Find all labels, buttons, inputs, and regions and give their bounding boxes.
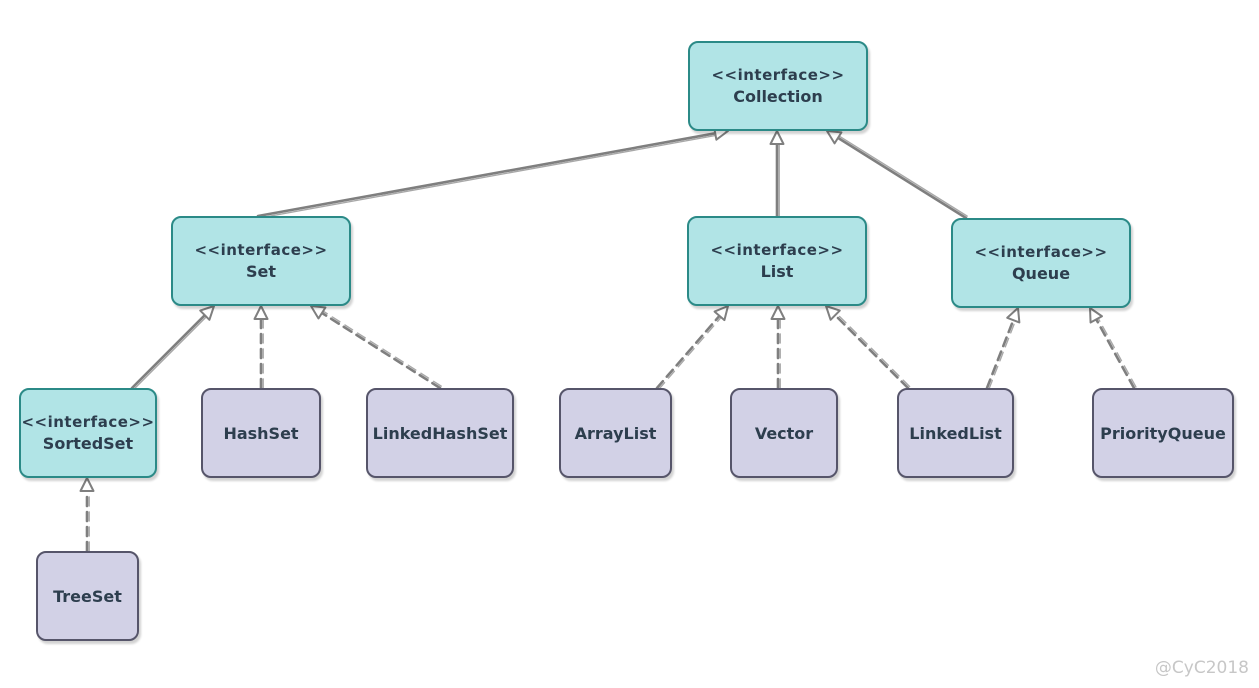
edge-treeset-to-sortedset xyxy=(79,477,95,553)
watermark: @CyC2018 xyxy=(1154,658,1249,678)
stereotype-label: <<interface>> xyxy=(710,241,844,259)
edge-hashset-to-set xyxy=(253,305,269,390)
arrowhead xyxy=(310,305,327,320)
node-name: Vector xyxy=(754,423,814,443)
node-arraylist[interactable]: ArrayList xyxy=(559,388,672,478)
node-hashset[interactable]: HashSet xyxy=(201,388,321,478)
node-set[interactable]: <<interface>> Set xyxy=(171,216,351,306)
edge-priorityqueue-to-queue xyxy=(1089,307,1137,390)
node-name: HashSet xyxy=(223,423,299,443)
node-name: Queue xyxy=(1011,264,1071,283)
node-list[interactable]: <<interface>> List xyxy=(687,216,867,306)
node-name: List xyxy=(760,262,794,281)
stereotype-label: <<interface>> xyxy=(711,66,845,84)
stereotype-label: <<interface>> xyxy=(974,243,1108,261)
stereotype-label: <<interface>> xyxy=(21,413,155,431)
node-sortedset[interactable]: <<interface>> SortedSet xyxy=(19,388,157,478)
edge-linkedlist-to-queue xyxy=(985,307,1021,390)
node-name: TreeSet xyxy=(53,586,122,606)
arrowhead xyxy=(1006,307,1021,324)
arrowhead xyxy=(199,305,215,321)
node-name: Set xyxy=(245,262,277,281)
node-name: SortedSet xyxy=(42,434,134,453)
arrowhead xyxy=(769,130,785,145)
node-name: LinkedHashSet xyxy=(372,423,508,443)
node-linkedlist[interactable]: LinkedList xyxy=(897,388,1014,478)
node-queue[interactable]: <<interface>> Queue xyxy=(951,218,1131,308)
node-name: PriorityQueue xyxy=(1100,423,1226,443)
node-vector[interactable]: Vector xyxy=(730,388,838,478)
node-name: LinkedList xyxy=(909,423,1002,443)
arrowhead xyxy=(253,305,269,320)
node-name: ArrayList xyxy=(574,423,657,443)
node-priorityqueue[interactable]: PriorityQueue xyxy=(1092,388,1234,478)
node-collection[interactable]: <<interface>> Collection xyxy=(688,41,868,131)
arrowhead xyxy=(770,305,786,320)
stereotype-label: <<interface>> xyxy=(194,241,328,259)
arrowhead xyxy=(826,130,843,145)
node-name: Collection xyxy=(733,87,823,106)
edge-arraylist-to-list xyxy=(655,305,729,391)
edge-vector-to-list xyxy=(770,305,786,390)
arrowhead xyxy=(1089,307,1103,324)
edge-linkedhashset-to-set xyxy=(310,305,442,390)
arrowhead xyxy=(79,477,95,492)
arrowhead xyxy=(713,305,729,322)
edge-queue-to-collection xyxy=(826,130,968,220)
arrowhead xyxy=(825,305,841,321)
edge-linkedlist-to-list xyxy=(825,305,911,390)
node-treeset[interactable]: TreeSet xyxy=(36,551,139,641)
edge-set-to-collection xyxy=(256,125,729,219)
edge-list-to-collection xyxy=(769,130,785,218)
node-linkedhashset[interactable]: LinkedHashSet xyxy=(366,388,514,478)
edge-sortedset-to-set xyxy=(130,305,215,391)
